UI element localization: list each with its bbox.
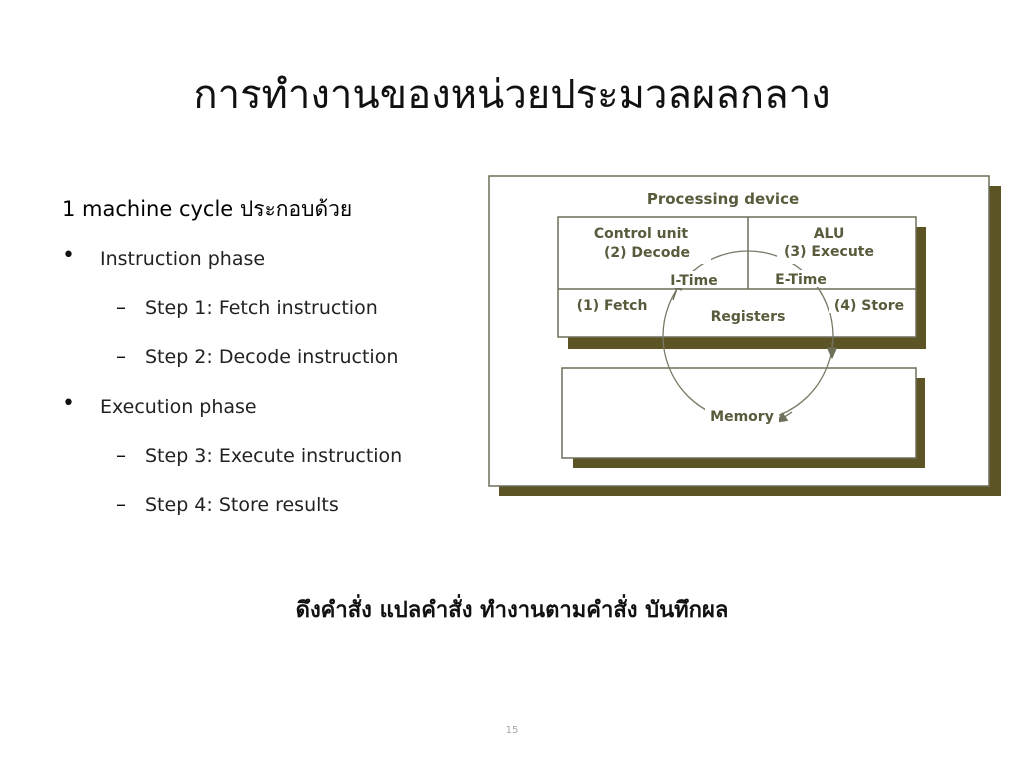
lead-text: 1 machine cycle ประกอบด้วย bbox=[62, 193, 352, 226]
bullet-dot: • bbox=[62, 391, 75, 416]
registers-label: Registers bbox=[711, 309, 786, 325]
bullet-dot: • bbox=[62, 243, 75, 268]
label-bg bbox=[769, 270, 835, 287]
step-store: Step 4: Store results bbox=[145, 494, 339, 516]
control-unit-label: Control unit bbox=[594, 226, 688, 242]
lead-text-th: ประกอบด้วย bbox=[239, 197, 353, 221]
fetch-label: (1) Fetch bbox=[577, 298, 648, 314]
dash-glyph: – bbox=[116, 295, 126, 319]
label-bg bbox=[585, 222, 711, 264]
bullet-execution-phase: Execution phase bbox=[100, 396, 257, 418]
slide-title: การทำงานของหน่วยประมวลผลกลาง bbox=[193, 72, 831, 118]
dash-glyph: – bbox=[116, 443, 126, 467]
lead-text-en: 1 machine cycle bbox=[62, 197, 240, 221]
cycle-arrow-memory bbox=[775, 411, 793, 423]
summary-text: ดึงคำสั่ง แปลคำสั่ง ทำงานตามคำสั่ง บันทึ… bbox=[295, 598, 729, 623]
step-decode: Step 2: Decode instruction bbox=[145, 346, 399, 368]
store-label: (4) Store bbox=[834, 298, 904, 314]
page-number: 15 bbox=[505, 725, 519, 736]
label-bg bbox=[705, 406, 779, 426]
label-bg bbox=[703, 305, 795, 325]
dash-glyph: – bbox=[116, 492, 126, 516]
alu-label: ALU bbox=[814, 226, 845, 242]
e-time-label: E-Time bbox=[775, 272, 827, 288]
processing-device-diagram: Processing device Control unit (2) Decod… bbox=[488, 175, 1001, 496]
i-time-label: I-Time bbox=[670, 273, 717, 289]
decode-label: (2) Decode bbox=[604, 245, 690, 261]
memory-label: Memory bbox=[710, 409, 774, 425]
label-bg bbox=[777, 222, 887, 264]
label-bg bbox=[663, 271, 725, 288]
execute-label: (3) Execute bbox=[784, 244, 874, 260]
bullet-instruction-phase: Instruction phase bbox=[100, 248, 266, 270]
label-bg bbox=[829, 295, 909, 313]
step-execute: Step 3: Execute instruction bbox=[145, 445, 403, 467]
step-fetch: Step 1: Fetch instruction bbox=[145, 297, 378, 319]
dash-glyph: – bbox=[116, 344, 126, 368]
processing-device-label: Processing device bbox=[647, 190, 799, 208]
label-bg bbox=[573, 295, 651, 313]
